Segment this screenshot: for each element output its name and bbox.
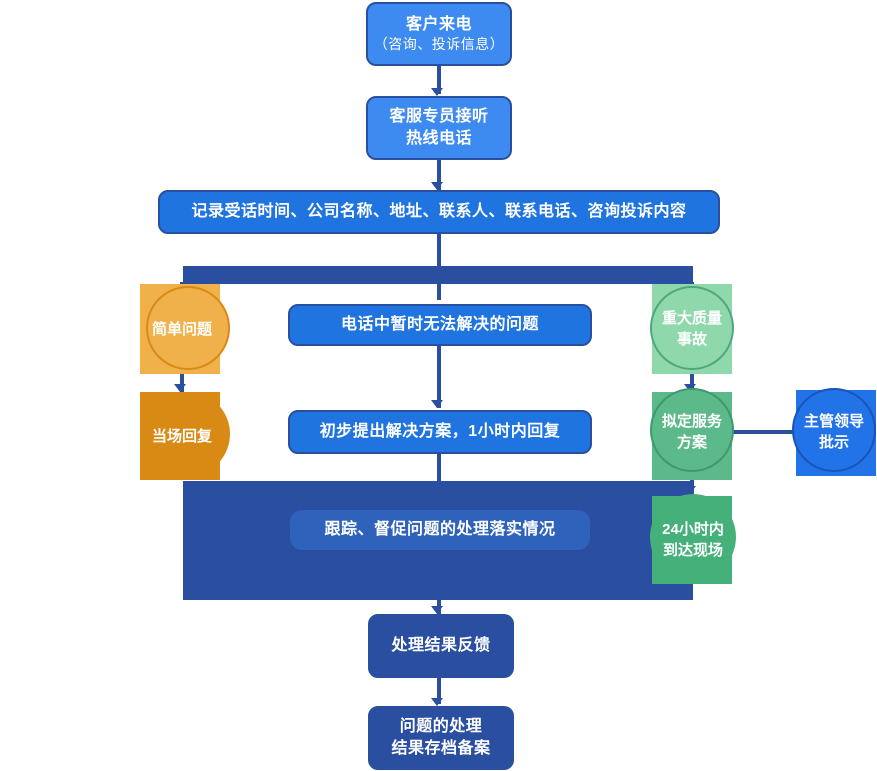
node-major-accident-circle (650, 286, 734, 370)
connector-band-to-unresolved (437, 282, 441, 300)
connector-unresolved-to-solution (437, 346, 441, 408)
node-draft-plan-circle (650, 388, 734, 472)
node-customer-call-subtitle: （咨询、投诉信息） (373, 36, 505, 53)
connector-agent-to-record (437, 160, 441, 190)
branch-band-top (183, 266, 693, 284)
arrow-feedback-to-archive (431, 698, 443, 706)
connector-call-to-agent (437, 66, 441, 94)
connector-accident-to-plan (690, 374, 694, 392)
connector-simple-to-reply (180, 374, 184, 392)
arrow-unresolved-to-solution (431, 400, 443, 408)
node-unresolved-on-call[interactable]: 电话中暂时无法解决的问题 (288, 304, 592, 346)
node-arrive-24h-circle (650, 494, 736, 580)
node-leader-instruction-circle (792, 388, 876, 472)
node-track-supervise[interactable]: 跟踪、督促问题的处理落实情况 (290, 510, 590, 550)
connector-record-to-branch (437, 234, 441, 266)
arrow-agent-to-record (431, 182, 443, 190)
arrow-track-to-feedback (431, 606, 443, 614)
connector-solution-to-track (437, 454, 441, 486)
connector-feedback-to-archive (437, 678, 441, 704)
node-result-feedback[interactable]: 处理结果反馈 (368, 614, 514, 678)
arrow-call-to-agent (431, 88, 443, 96)
connector-plan-to-leader (730, 430, 798, 434)
node-reply-on-spot-circle (146, 392, 230, 476)
node-initial-solution[interactable]: 初步提出解决方案，1小时内回复 (288, 410, 592, 454)
node-agent-answer[interactable]: 客服专员接听 热线电话 (366, 96, 512, 160)
node-simple-issue-circle (146, 286, 230, 370)
node-customer-call-title: 客户来电 (405, 15, 472, 33)
node-customer-call[interactable]: 客户来电 （咨询、投诉信息） (366, 2, 512, 66)
node-archive-result[interactable]: 问题的处理 结果存档备案 (368, 706, 514, 770)
node-record-info[interactable]: 记录受话时间、公司名称、地址、联系人、联系电话、咨询投诉内容 (158, 190, 720, 234)
arrow-simple-to-reply (174, 384, 186, 392)
